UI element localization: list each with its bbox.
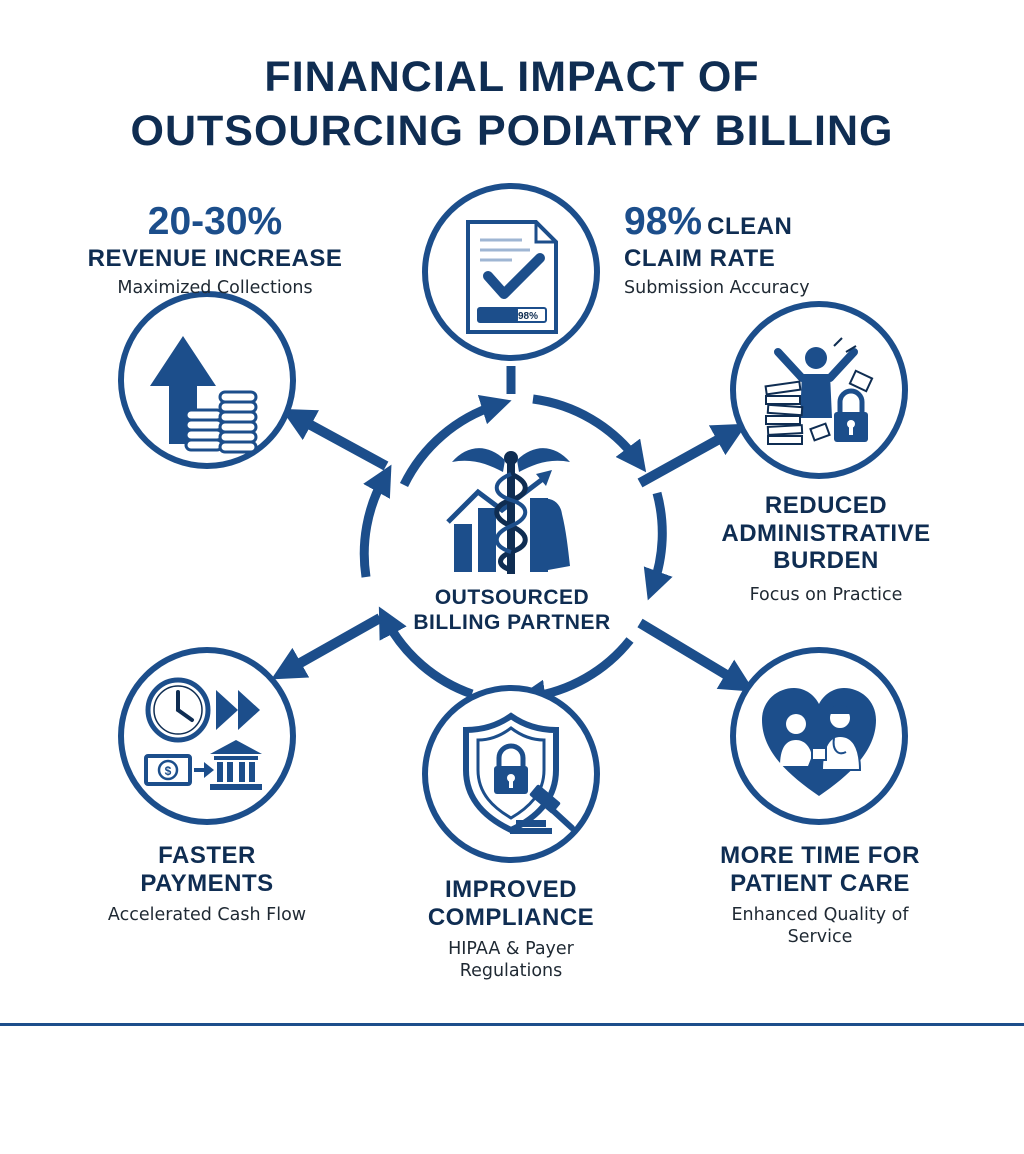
revenue-sub: Maximized Collections <box>117 278 313 299</box>
bottom-divider <box>0 1023 1024 1026</box>
payments-heading-2: PAYMENTS <box>140 869 274 897</box>
admin-heading-3: BURDEN <box>773 547 879 575</box>
center-label: OUTSOURCED BILLING PARTNER <box>380 585 644 635</box>
page-title-line1: FINANCIAL IMPACT OF <box>264 53 760 101</box>
admin-sub: Focus on Practice <box>749 584 903 605</box>
spoke-patient <box>637 618 755 692</box>
patient-sub-2: Service <box>787 927 853 948</box>
revenue-label: 20-30% REVENUE INCREASE Maximized Collec… <box>60 200 370 299</box>
compliance-heading-1: IMPROVED <box>444 876 577 903</box>
compliance-heading-2: COMPLIANCE <box>427 903 595 931</box>
clean-claim-heading: CLAIM RATE <box>624 244 776 272</box>
clean-claim-stat: 98% <box>624 200 703 243</box>
center-label-line2: BILLING PARTNER <box>413 611 611 635</box>
up-arrow-coins-icon <box>150 336 258 454</box>
person-paperwork-lock-icon <box>764 337 874 445</box>
spoke-arrows <box>271 366 755 692</box>
center-label-line1: OUTSOURCED <box>434 586 590 609</box>
patient-sub-1: Enhanced Quality of <box>731 905 909 926</box>
revenue-stat: 20-30% <box>147 200 283 243</box>
heart-doctor-patient-icon <box>762 688 876 796</box>
payments-sub: Accelerated Cash Flow <box>107 905 307 926</box>
admin-label: REDUCED ADMINISTRATIVE BURDEN Focus on P… <box>696 492 956 605</box>
compliance-label: IMPROVED COMPLIANCE HIPAA & Payer Regula… <box>381 876 641 981</box>
compliance-sub-2: Regulations <box>459 961 563 982</box>
clock-money-bank-icon: $ <box>144 677 262 790</box>
revenue-heading: REVENUE INCREASE <box>87 244 343 272</box>
patient-label: MORE TIME FOR PATIENT CARE Enhanced Qual… <box>680 842 960 947</box>
payments-heading-1: FASTER <box>158 842 256 869</box>
patient-heading-2: PATIENT CARE <box>730 869 910 897</box>
page-title-line2: OUTSOURCING PODIATRY BILLING <box>130 107 894 155</box>
patient-heading-1: MORE TIME FOR <box>720 842 920 869</box>
payments-label: FASTER PAYMENTS Accelerated Cash Flow <box>70 842 344 925</box>
clean-claim-stat-suffix: CLEAN <box>707 213 793 240</box>
accuracy-badge: 98% <box>518 311 538 322</box>
compliance-sub-1: HIPAA & Payer <box>448 939 574 960</box>
admin-heading-2: ADMINISTRATIVE <box>721 519 931 547</box>
admin-heading-1: REDUCED <box>764 492 888 519</box>
caduceus-chart-foot-icon <box>446 448 570 574</box>
spoke-payments <box>271 613 383 680</box>
svg-text:$: $ <box>165 764 172 778</box>
clean-claim-sub: Submission Accuracy <box>624 278 810 299</box>
document-checkmark-icon: 98% <box>466 220 558 334</box>
spoke-revenue <box>281 408 389 471</box>
payments-node-circle <box>118 647 296 825</box>
shield-lock-gavel-icon <box>463 712 575 834</box>
spoke-admin <box>637 423 747 488</box>
clean-claim-label: 98% CLEAN CLAIM RATE Submission Accuracy <box>624 200 904 299</box>
